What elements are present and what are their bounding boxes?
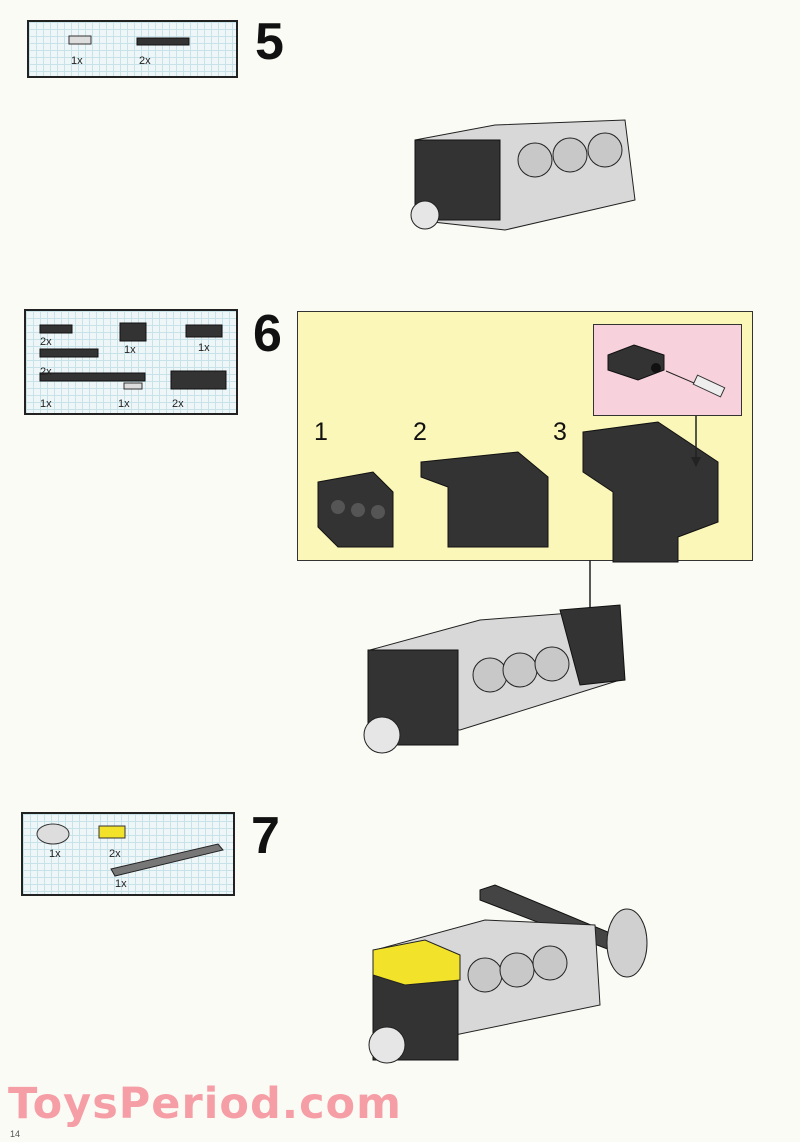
part-qty: 1x (198, 342, 210, 354)
parts-icons (39, 322, 227, 390)
page-number: 14 (10, 1129, 21, 1139)
part-qty: 2x (172, 398, 184, 410)
part-qty: 1x (118, 398, 130, 410)
part-qty: 1x (49, 848, 61, 860)
model-illustration-step-5 (410, 119, 636, 231)
subassembly-illustrations (317, 414, 719, 563)
part-qty: 2x (40, 336, 52, 348)
parts-icons (36, 823, 224, 877)
parts-list-step-7: 1x 2x 1x (21, 812, 235, 896)
subassembly-panel: 1 2 3 (297, 311, 753, 563)
substep-number: 1 (314, 418, 328, 446)
step-number: 5 (255, 13, 284, 71)
substep-number: 2 (413, 418, 427, 446)
detail-callout (593, 324, 742, 416)
model-illustration-step-6 (363, 604, 626, 754)
part-qty: 1x (124, 344, 136, 356)
part-qty: 1x (71, 55, 83, 67)
step-number: 6 (253, 305, 282, 363)
parts-list-step-5: 1x 2x (27, 20, 238, 78)
part-qty: 2x (139, 55, 151, 67)
parts-icons (68, 35, 190, 46)
part-qty: 1x (40, 398, 52, 410)
part-qty: 2x (109, 848, 121, 860)
substep-number: 3 (553, 418, 567, 446)
part-qty: 1x (115, 878, 127, 890)
pin-insertion-detail (607, 344, 726, 398)
model-illustration-step-7 (368, 884, 648, 1064)
parts-list-step-6: 2x 1x 1x 2x 1x 1x 2x (24, 309, 238, 415)
watermark: ToysPeriod.com (8, 1079, 402, 1129)
step-number: 7 (251, 807, 280, 865)
part-qty: 2x (40, 366, 52, 378)
